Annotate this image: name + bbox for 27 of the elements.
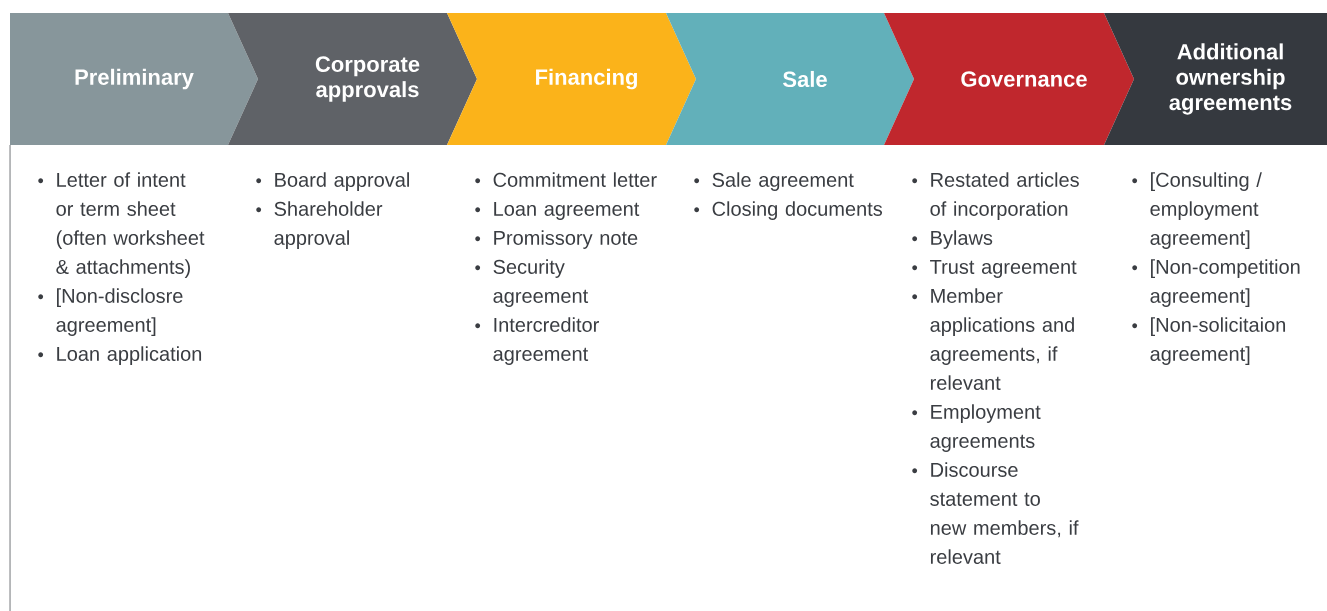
bullet-item: Closing documents	[694, 201, 883, 220]
bullet-item: [Consulting / employment agreement]	[1132, 172, 1262, 249]
chevron-step: Corporate approvals	[228, 13, 477, 145]
bullet-item: Intercreditor agreement	[475, 317, 599, 365]
bullet-item: Letter of intent or term sheet (often worksheet & attachments)	[38, 172, 205, 278]
chevron-step: Governance	[884, 13, 1134, 145]
bullet-item: Sale agreement	[694, 172, 854, 191]
bullet-item: Security agreement	[475, 259, 589, 307]
bullet-item: Trust agreement	[912, 260, 1077, 278]
bullet-item: Loan application	[38, 346, 202, 365]
bullet-item: Shareholder approval	[256, 201, 383, 249]
bullet-item: Bylaws	[912, 230, 993, 249]
bullet-item: Member applications and agreements, if relevant	[912, 288, 1074, 390]
bullet-item: Promissory note	[475, 230, 638, 249]
bullet-item: Loan agreement	[475, 202, 640, 220]
chevron-step: Preliminary	[10, 13, 258, 145]
bullet-item: [Non-competition agreement]	[1132, 259, 1300, 307]
bullet-item: Restated articles of incorporation	[912, 172, 1079, 220]
bullet-item: Employment agreements	[912, 404, 1041, 452]
bullet-item: Discourse statement to new members, if relevant	[912, 462, 1079, 564]
chevron-step: Sale	[666, 13, 914, 145]
chevron-step: Additional ownership agreements	[1104, 13, 1327, 145]
bullet-item: Board approval	[256, 172, 409, 191]
chevron-step: Financing	[447, 13, 696, 145]
bullet-item: Commitment letter	[475, 172, 657, 187]
bullet-item: [Non-disclosre agreement]	[38, 288, 183, 336]
bullet-item: [Non-solicitaion agreement]	[1132, 317, 1285, 365]
